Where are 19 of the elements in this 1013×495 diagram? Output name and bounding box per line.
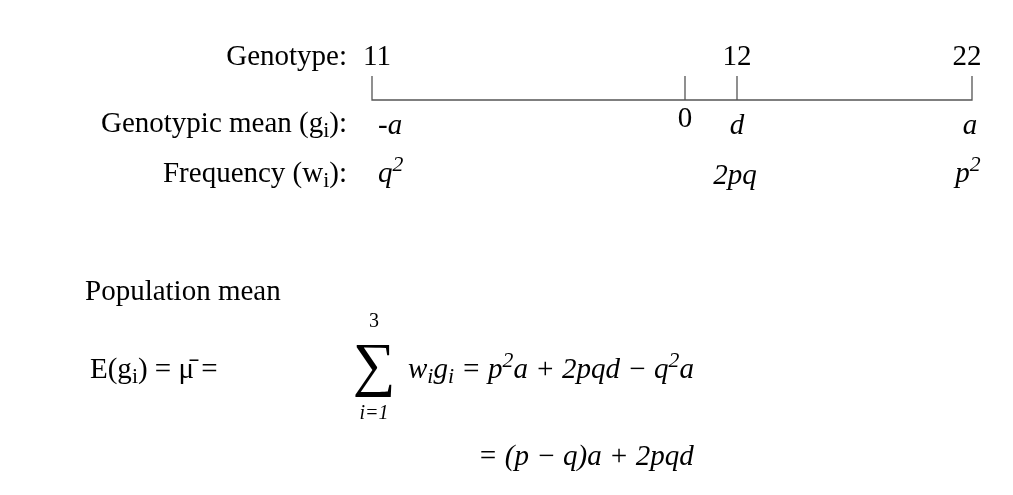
label-text: a [962, 109, 978, 139]
label-text: -a [378, 109, 403, 139]
label-text: 3 [369, 310, 379, 330]
label-text: Population mean [85, 275, 281, 305]
label-text: 0 [677, 102, 693, 132]
label-text: Frequency (w$_{i}$): [162, 157, 347, 187]
label-text: p$^{2}$ [955, 157, 981, 187]
label-text: d [729, 109, 745, 139]
label-text: w$_{i}$g$_{i}$ = p$^{2}$a + 2pqd − q$^{2}$a [408, 353, 694, 383]
label-text: Genotypic mean (g$_{i}$): [100, 107, 347, 137]
label-text: q$^{2}$ [378, 157, 404, 187]
label-text: = (p − q)a + 2pqd [478, 440, 694, 470]
label-text: 2pq [713, 159, 757, 189]
label-text: Genotype: [226, 40, 347, 70]
label-text: i=1 [359, 402, 389, 422]
label-text: 22 [952, 40, 982, 70]
label-text: E(g$_{i}$) = μ̄ = [90, 353, 218, 383]
label-text: 12 [722, 40, 752, 70]
label-text: 11 [363, 40, 391, 70]
